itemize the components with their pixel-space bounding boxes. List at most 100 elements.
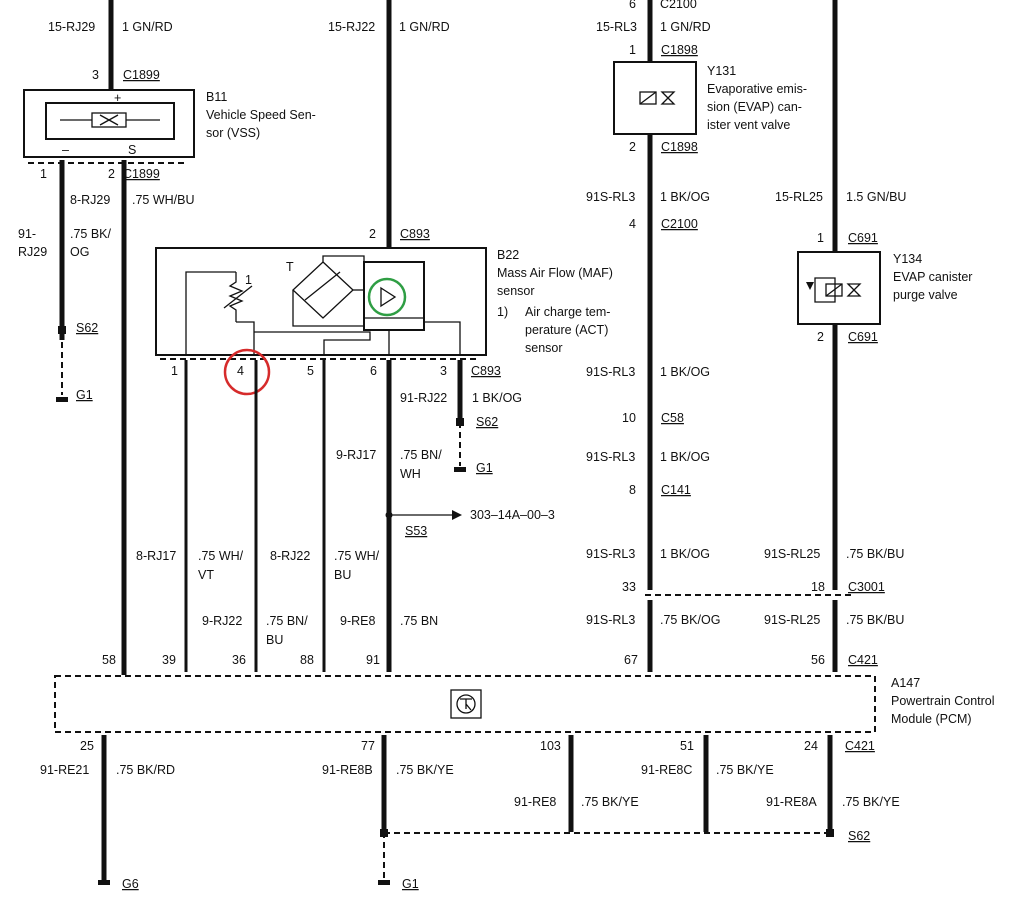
- splice-s62-maf: S62: [476, 415, 498, 429]
- pcm-connector-bottom: C421: [845, 739, 875, 753]
- transistor-icon: [456, 694, 476, 714]
- wire-91s-rl3-c-color: 1 BK/OG: [660, 450, 710, 464]
- purge-pin-2: 2: [817, 330, 824, 344]
- evap-vent-section: 6 C2100 15-RL3 1 GN/RD 1 C1898 Y131 Evap…: [586, 0, 885, 672]
- wire-8-rj17-label: 8-RJ17: [136, 549, 176, 563]
- diode-icon: [806, 282, 814, 290]
- vss-id: B11: [206, 90, 227, 104]
- pcm-pin-36: 36: [232, 653, 246, 667]
- wire-15-rj29: 15-RJ29: [48, 20, 95, 34]
- maf-id: B22: [497, 248, 519, 262]
- evap-connector-1: C1898: [661, 43, 698, 57]
- pcm-pin-91: 91: [366, 653, 380, 667]
- evap-pin-6: 6: [629, 0, 636, 11]
- evap-pin-2: 2: [629, 140, 636, 154]
- maf-connector-bottom: C893: [471, 364, 501, 378]
- wire-91-re8b-label: 91-RE8B: [322, 763, 373, 777]
- purge-valve-section: 15-RL25 1.5 GN/BU 1 C691 Y134 EVAP canis…: [764, 0, 972, 672]
- maf-label-t: T: [286, 260, 294, 274]
- vss-name-2: sor (VSS): [206, 126, 260, 140]
- ground-g6: [98, 880, 110, 885]
- maf-amplifier-box: [363, 261, 425, 331]
- evap-coil-icon: [639, 91, 657, 105]
- vss-plus: +: [114, 91, 121, 105]
- ground-g1-left: [56, 397, 68, 402]
- maf-note-num: 1): [497, 305, 508, 319]
- wire-15-rl25-color: 1.5 GN/BU: [846, 190, 906, 204]
- maf-pin-3: 3: [440, 364, 447, 378]
- connector-c3001: C3001: [848, 580, 885, 594]
- maf-bridge: [292, 261, 354, 319]
- wire-15-rj29-color: 1 GN/RD: [122, 20, 173, 34]
- wire-8-rj22-color-2: BU: [334, 568, 351, 582]
- pcm-pin-39: 39: [162, 653, 176, 667]
- pcm-pin-77: 77: [361, 739, 375, 753]
- wire-15-rl3: 15-RL3: [596, 20, 637, 34]
- wire-9-rj17-label: 9-RJ17: [336, 448, 376, 462]
- wire-9-re8-label: 9-RE8: [340, 614, 375, 628]
- wire-91s-rl3-c: 91S-RL3: [586, 450, 635, 464]
- wire-91s-rl3-d: 91S-RL3: [586, 547, 635, 561]
- vss-box: [23, 89, 195, 158]
- wire-15-rj22-color: 1 GN/RD: [399, 20, 450, 34]
- connector-c2100: C2100: [661, 217, 698, 231]
- wire-91-rj29-a: 91-: [18, 227, 36, 241]
- wire-91-re8c-label: 91-RE8C: [641, 763, 692, 777]
- wire-91-re8a-color: .75 BK/YE: [842, 795, 900, 809]
- maf-connector-top: C893: [400, 227, 430, 241]
- pcm-pin-56: 56: [811, 653, 825, 667]
- maf-pin-4: 4: [237, 364, 244, 378]
- maf-note-3: sensor: [525, 341, 563, 355]
- pcm-pin-51: 51: [680, 739, 694, 753]
- wire-8-rj17-color-1: .75 WH/: [198, 549, 244, 563]
- purge-name-1: EVAP canister: [893, 270, 972, 284]
- maf-box: [155, 247, 487, 356]
- purge-connector-2: C691: [848, 330, 878, 344]
- splice-s53: [385, 511, 393, 519]
- purge-valve-icon: [846, 283, 862, 297]
- wire-91s-rl3-a-color: 1 BK/OG: [660, 190, 710, 204]
- pin-4-c2100: 4: [629, 217, 636, 231]
- pcm-symbol-frame: [450, 689, 482, 719]
- pcm-pin-25: 25: [80, 739, 94, 753]
- purge-name-2: purge valve: [893, 288, 958, 302]
- wire-91-re8b-color: .75 BK/YE: [396, 763, 454, 777]
- pcm-pin-103: 103: [540, 739, 561, 753]
- ground-section: 91-RE21 .75 BK/RD G6 91-RE8B .75 BK/YE G…: [40, 735, 900, 891]
- wire-91s-rl3-a: 91S-RL3: [586, 190, 635, 204]
- wire-9-rj22-label: 9-RJ22: [202, 614, 242, 628]
- pcm-pin-88: 88: [300, 653, 314, 667]
- vss-pin-1: 1: [40, 167, 47, 181]
- pcm-name-2: Module (PCM): [891, 712, 972, 726]
- evap-vent-box: [613, 61, 697, 135]
- pcm-pin-58: 58: [102, 653, 116, 667]
- wire-91-re8c-color: .75 BK/YE: [716, 763, 774, 777]
- evap-valve-icon: [660, 91, 676, 105]
- ground-g1-left-label: G1: [76, 388, 93, 402]
- pcm-id: A147: [891, 676, 920, 690]
- wire-15-rl3-color: 1 GN/RD: [660, 20, 711, 34]
- pin-10-c58: 10: [622, 411, 636, 425]
- amplifier-icon: [380, 286, 397, 308]
- vss-section: 15-RJ29 1 GN/RD 3 C1899 + – S B11 Vehicl…: [18, 0, 316, 675]
- maf-pin-1: 1: [171, 364, 178, 378]
- purge-id: Y134: [893, 252, 922, 266]
- ref-arrow-head: [452, 510, 462, 520]
- vss-connector-bottom: C1899: [123, 167, 160, 181]
- vss-connector-top: C1899: [123, 68, 160, 82]
- maf-label-1: 1: [245, 273, 252, 287]
- splice-s62-bottom: S62: [848, 829, 870, 843]
- connector-c58: C58: [661, 411, 684, 425]
- ground-g1-maf: [454, 467, 466, 472]
- wire-8-rj22-color-1: .75 WH/: [334, 549, 380, 563]
- ref-303-14a: 303–14A–00–3: [470, 508, 555, 522]
- vss-name-1: Vehicle Speed Sen-: [206, 108, 316, 122]
- splice-s62-left: S62: [76, 321, 98, 335]
- pcm-pin-24: 24: [804, 739, 818, 753]
- wire-91-re8a-label: 91-RE8A: [766, 795, 817, 809]
- wire-91s-rl3-e: 91S-RL3: [586, 613, 635, 627]
- pcm-box: [54, 675, 876, 733]
- maf-name-1: Mass Air Flow (MAF): [497, 266, 613, 280]
- wire-91s-rl3-b: 91S-RL3: [586, 365, 635, 379]
